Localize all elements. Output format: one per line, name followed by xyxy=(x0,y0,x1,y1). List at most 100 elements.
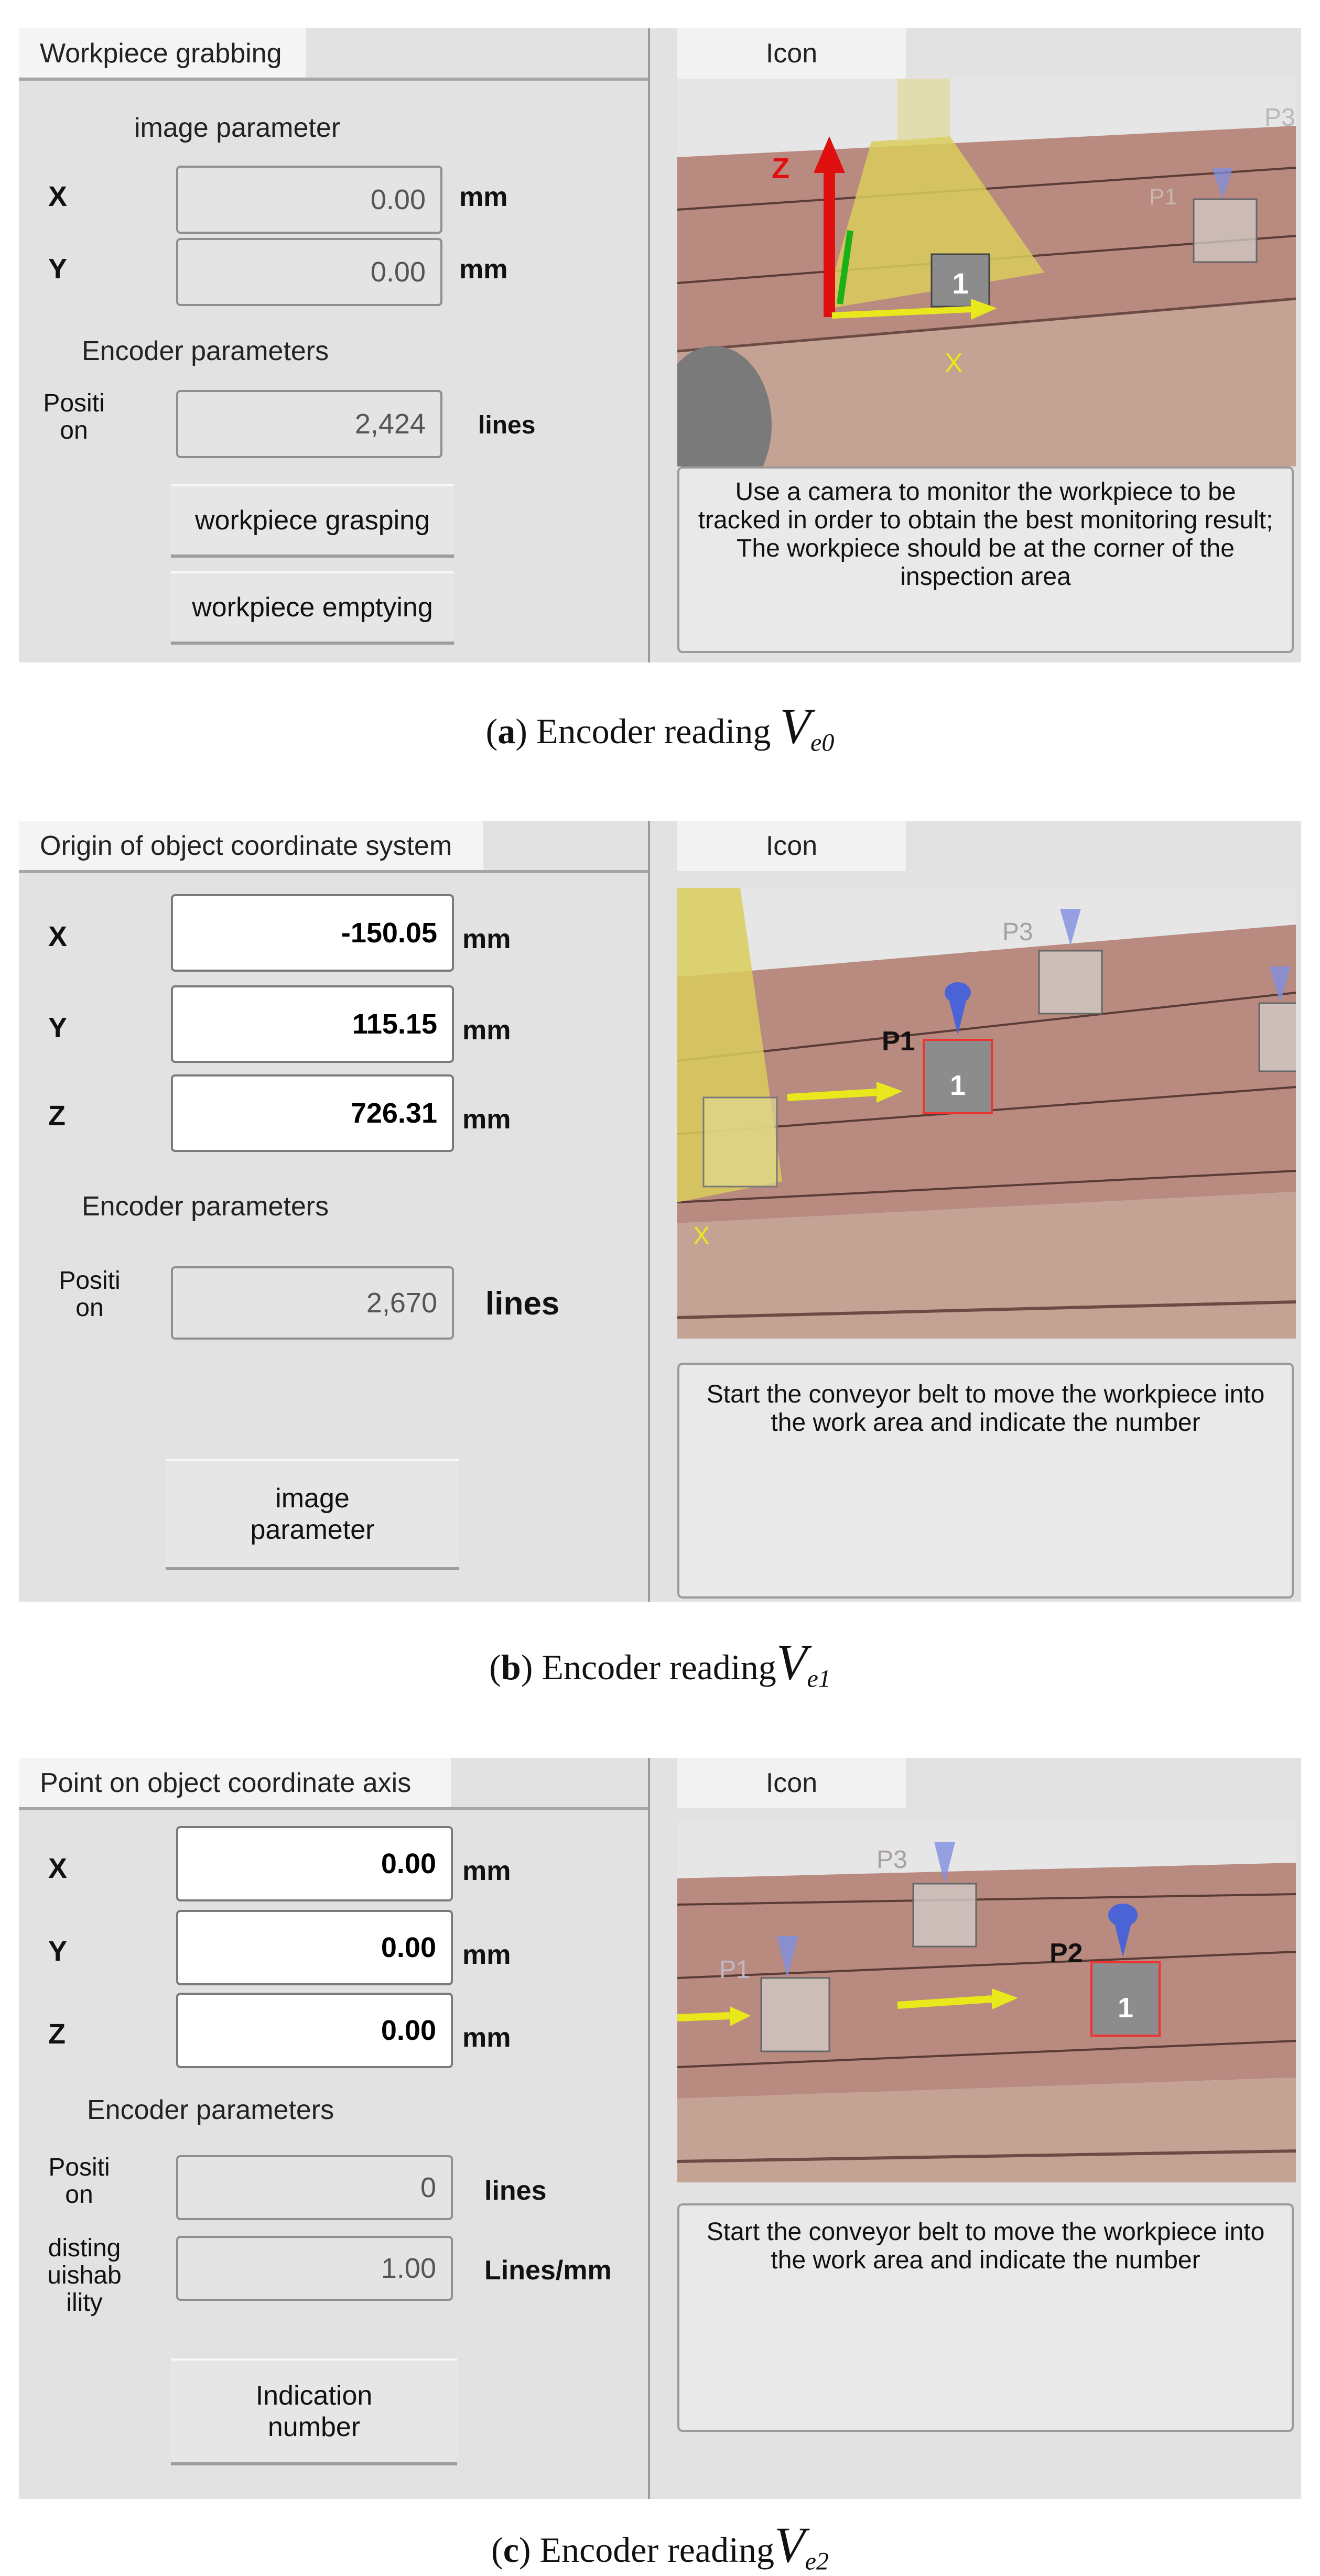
x-label: X xyxy=(48,921,68,952)
y-field[interactable]: 0.00 xyxy=(176,1910,453,1985)
conveyor-scene: P1 P3 1 P2 xyxy=(677,1821,1296,2182)
caption-text: Encoder reading xyxy=(539,2530,774,2570)
message-box: Start the conveyor belt to move the work… xyxy=(677,2203,1294,2432)
p1-label: P1 xyxy=(719,1956,750,1984)
suction-tool-p3 xyxy=(934,1842,955,1884)
caption-text: Encoder reading xyxy=(542,1647,776,1687)
position-unit: lines xyxy=(485,1286,560,1322)
workpiece-box-p1 xyxy=(760,1977,830,2052)
z-label: Z xyxy=(48,2018,66,2050)
x-field[interactable]: 0.00 xyxy=(176,1826,453,1901)
workpiece-box-ghost xyxy=(702,1096,778,1188)
belt-edge xyxy=(677,297,1296,353)
panel-workpiece-grabbing: Workpiece grabbing image parameter X 0.0… xyxy=(19,28,1301,662)
x-unit: mm xyxy=(462,1856,511,1886)
workpiece-box xyxy=(923,1039,993,1114)
x-label: X xyxy=(48,1853,68,1884)
suction-tool-top xyxy=(1108,1904,1138,1927)
box-number: 1 xyxy=(1118,1992,1133,2024)
position-unit: lines xyxy=(484,2176,547,2206)
position-label: Positi on xyxy=(43,389,105,444)
x-axis-label: X xyxy=(693,1222,710,1250)
workpiece-grasping-button[interactable]: workpiece grasping xyxy=(171,484,454,558)
caption-sub: e1 xyxy=(807,1665,831,1693)
z-axis-label: Z xyxy=(772,151,789,184)
workpiece-box-p3 xyxy=(912,1883,977,1948)
tab-origin[interactable]: Origin of object coordinate system xyxy=(19,821,484,873)
x-axis-yellow xyxy=(831,306,971,319)
tab-icon[interactable]: Icon xyxy=(677,1758,906,1808)
caption-sub: e2 xyxy=(805,2547,829,2575)
box-number: 1 xyxy=(950,1070,966,1101)
p3-label: P3 xyxy=(877,1846,907,1874)
position-field[interactable]: 0 xyxy=(176,2155,453,2220)
z-field[interactable]: 0.00 xyxy=(176,1993,453,2068)
x-unit: mm xyxy=(459,182,508,212)
workpiece-emptying-button[interactable]: workpiece emptying xyxy=(171,571,454,645)
distinguishability-unit: Lines/mm xyxy=(484,2255,612,2286)
belt-line-3 xyxy=(677,1170,1296,1203)
y-label: Y xyxy=(48,253,68,285)
section-encoder-parameters: Encoder parameters xyxy=(87,2095,334,2125)
p2-label: P2 xyxy=(1049,1938,1083,1969)
y-field[interactable]: 115.15 xyxy=(171,985,454,1063)
suction-tool-icon xyxy=(947,993,968,1035)
left-pane: Origin of object coordinate system X -15… xyxy=(19,821,650,1602)
y-unit: mm xyxy=(462,1015,511,1046)
suction-tool-p3 xyxy=(1060,909,1081,945)
move-arrow-left xyxy=(677,2012,730,2021)
caption-letter: b xyxy=(501,1647,521,1687)
conveyor-belt-top xyxy=(677,1863,1296,2099)
section-image-parameter: image parameter xyxy=(134,113,341,143)
y-axis-green xyxy=(837,230,853,305)
caption-letter: a xyxy=(497,711,516,751)
move-arrowhead xyxy=(877,1082,903,1103)
x-field[interactable]: -150.05 xyxy=(171,894,454,972)
distinguishability-label: disting uishab ility xyxy=(47,2234,122,2317)
z-unit: mm xyxy=(462,2023,511,2053)
conveyor-belt-front xyxy=(677,299,1296,466)
panel-point-on-axis: Point on object coordinate axis X 0.00 m… xyxy=(19,1758,1301,2499)
caption-sub: e0 xyxy=(810,729,835,757)
y-label: Y xyxy=(48,1012,68,1044)
left-pane: Point on object coordinate axis X 0.00 m… xyxy=(19,1758,650,2499)
belt-bottom-edge xyxy=(677,2149,1296,2163)
p1-label: P1 xyxy=(882,1026,915,1057)
suction-tool-p1 xyxy=(777,1936,798,1978)
z-field[interactable]: 726.31 xyxy=(171,1074,454,1152)
tab-point-on-axis[interactable]: Point on object coordinate axis xyxy=(19,1758,451,1810)
move-arrow xyxy=(787,1089,877,1101)
caption-var: V xyxy=(780,698,811,754)
distinguishability-field[interactable]: 1.00 xyxy=(176,2236,453,2301)
z-axis-arrowhead xyxy=(814,136,845,173)
conveyor-belt-front xyxy=(677,2078,1296,2182)
y-field[interactable]: 0.00 xyxy=(176,238,442,306)
tab-icon[interactable]: Icon xyxy=(677,821,906,871)
position-field[interactable]: 2,670 xyxy=(171,1266,454,1340)
p3-label: P3 xyxy=(1264,104,1295,132)
suction-tool-icon xyxy=(1212,168,1233,199)
scene-illustration: P1 P3 1 P2 xyxy=(677,1821,1296,2182)
section-encoder-parameters: Encoder parameters xyxy=(82,1191,329,1222)
suction-tool-p2 xyxy=(1270,966,1291,1003)
caption-a: (a) Encoder reading Ve0 xyxy=(485,698,835,757)
position-field[interactable]: 2,424 xyxy=(176,390,442,458)
y-unit: mm xyxy=(462,1940,511,1970)
tab-separator xyxy=(19,78,648,81)
image-parameter-button[interactable]: image parameter xyxy=(166,1459,459,1570)
left-pane: Workpiece grabbing image parameter X 0.0… xyxy=(19,28,650,662)
right-pane: Icon 1 Z X xyxy=(665,28,1301,662)
tab-icon[interactable]: Icon xyxy=(677,28,906,79)
right-pane: Icon X 1 P1 xyxy=(665,821,1301,1602)
workpiece-box-p2 xyxy=(1258,1002,1296,1072)
caption-b: (b) Encoder readingVe1 xyxy=(489,1634,831,1693)
z-unit: mm xyxy=(462,1104,511,1135)
position-unit: lines xyxy=(478,411,536,439)
x-field[interactable]: 0.00 xyxy=(176,166,442,234)
x-label: X xyxy=(48,181,68,212)
conveyor-scene: X 1 P1 P3 xyxy=(677,888,1296,1339)
belt-line-1 xyxy=(677,167,1296,211)
tab-workpiece-grabbing[interactable]: Workpiece grabbing xyxy=(19,28,306,80)
indication-number-button[interactable]: Indication number xyxy=(171,2358,457,2465)
move-arrowhead-left xyxy=(730,2006,751,2026)
